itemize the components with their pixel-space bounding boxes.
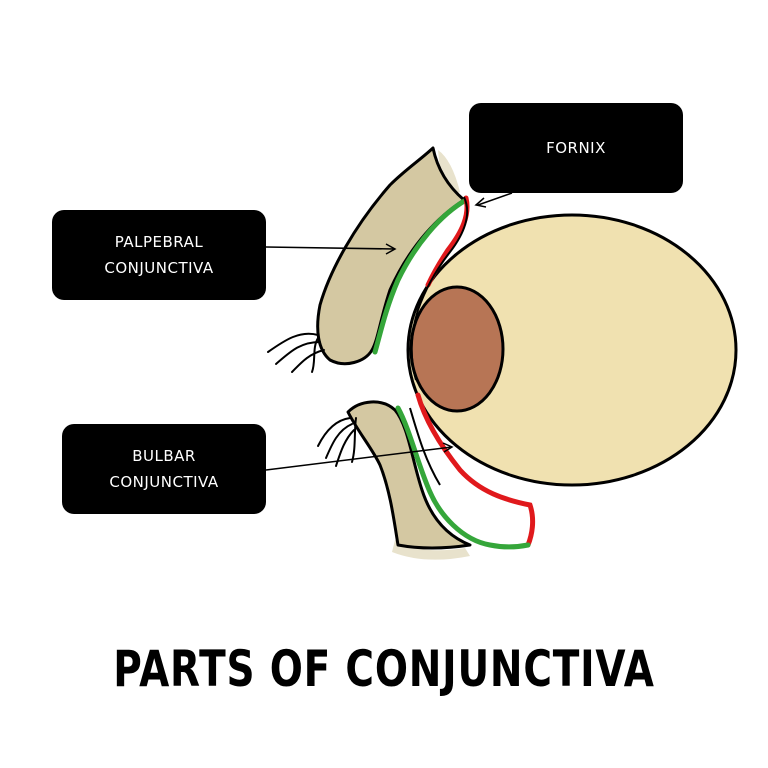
bulbar-conjunctiva-label: BULBAR CONJUNCTIVA xyxy=(62,424,266,514)
pointer-arrows xyxy=(265,192,513,471)
bulbar-arrowhead xyxy=(442,442,454,453)
fornix-arrow xyxy=(477,192,513,206)
palpebral-label-line1: PALPEBRAL xyxy=(114,233,204,251)
bulbar-label-line1: BULBAR xyxy=(132,447,196,465)
page-title: PARTS OF CONJUNCTIVA xyxy=(113,640,655,698)
lower-sac-outline xyxy=(409,407,441,486)
lower-eyelid xyxy=(346,400,472,560)
lower-eyelid-shadow xyxy=(392,540,470,560)
fornix-arrowhead xyxy=(474,197,487,208)
fornix-outline xyxy=(410,196,469,381)
fornix-label: FORNIX xyxy=(469,103,683,193)
palpebral-label-line2: CONJUNCTIVA xyxy=(104,259,214,277)
bulbar-conjunctiva-lower xyxy=(415,392,536,548)
bulbar-arrow xyxy=(265,446,453,471)
palpebral-arrow xyxy=(265,246,395,250)
lower-eyelashes xyxy=(317,417,357,467)
bulbar-label-line2: CONJUNCTIVA xyxy=(109,473,219,491)
palpebral-conjunctiva-upper xyxy=(372,197,469,355)
palpebral-arrowhead xyxy=(385,243,397,255)
iris xyxy=(409,285,505,413)
palpebral-conjunctiva-lower xyxy=(395,405,531,550)
lower-eyelid-shape xyxy=(346,400,472,550)
palpebral-conjunctiva-label: PALPEBRAL CONJUNCTIVA xyxy=(52,210,266,300)
upper-eyelashes xyxy=(267,332,325,373)
eyeball xyxy=(406,213,738,487)
fornix-label-text: FORNIX xyxy=(546,139,606,157)
